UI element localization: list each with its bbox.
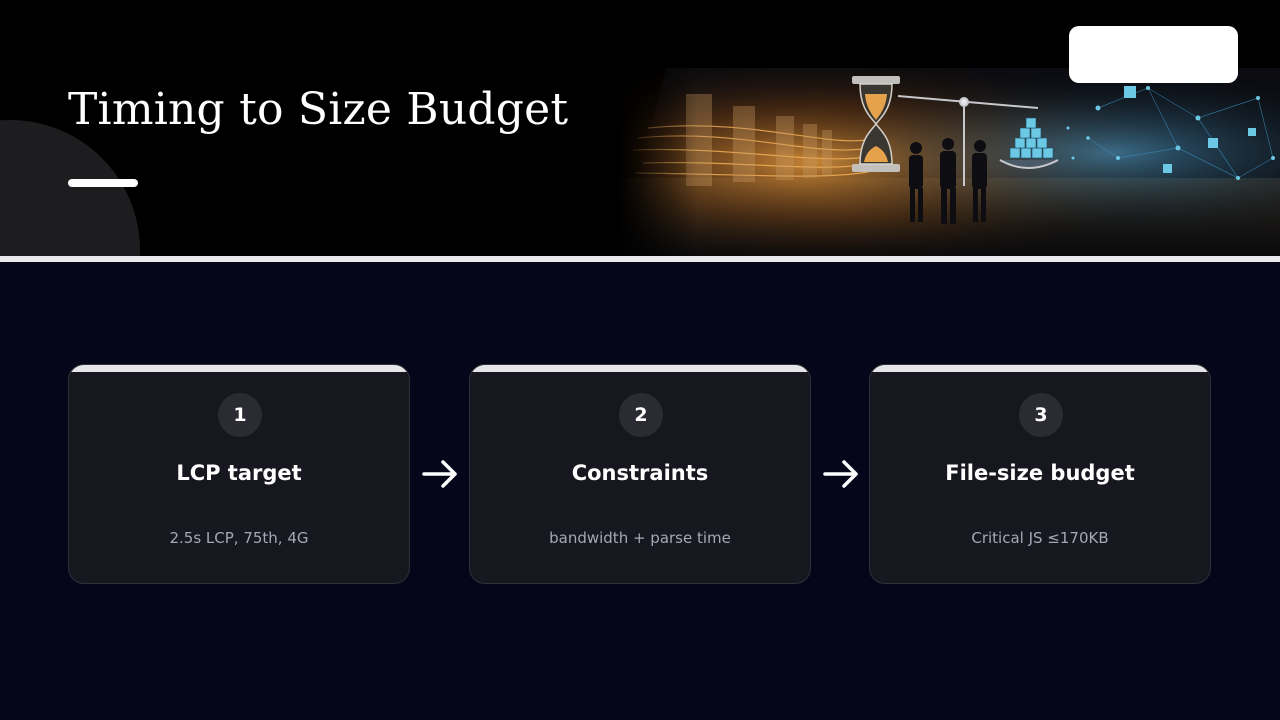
arrow-right-icon xyxy=(823,460,858,488)
step-card-2: 2 Constraints bandwidth + parse time xyxy=(469,364,811,584)
step-title: File-size budget xyxy=(945,461,1135,485)
step-number-badge: 1 xyxy=(218,393,262,437)
step-card-1: 1 LCP target 2.5s LCP, 75th, 4G xyxy=(68,364,410,584)
step-description: 2.5s LCP, 75th, 4G xyxy=(169,529,309,547)
slide-title: Timing to Size Budget xyxy=(68,84,569,135)
header-divider xyxy=(0,256,1280,262)
hero-image xyxy=(618,68,1280,256)
step-title: LCP target xyxy=(176,461,302,485)
header-band: Timing to Size Budget xyxy=(0,0,1280,256)
title-underline xyxy=(68,179,138,187)
logo-placeholder xyxy=(1069,26,1238,83)
arrow-right-icon xyxy=(422,460,457,488)
step-description: bandwidth + parse time xyxy=(549,529,731,547)
decorative-circle xyxy=(0,120,140,256)
step-title: Constraints xyxy=(571,461,709,485)
step-number-badge: 3 xyxy=(1019,393,1063,437)
step-card-3: 3 File-size budget Critical JS ≤170KB xyxy=(869,364,1211,584)
step-number-badge: 2 xyxy=(619,393,663,437)
step-description: Critical JS ≤170KB xyxy=(971,529,1109,547)
